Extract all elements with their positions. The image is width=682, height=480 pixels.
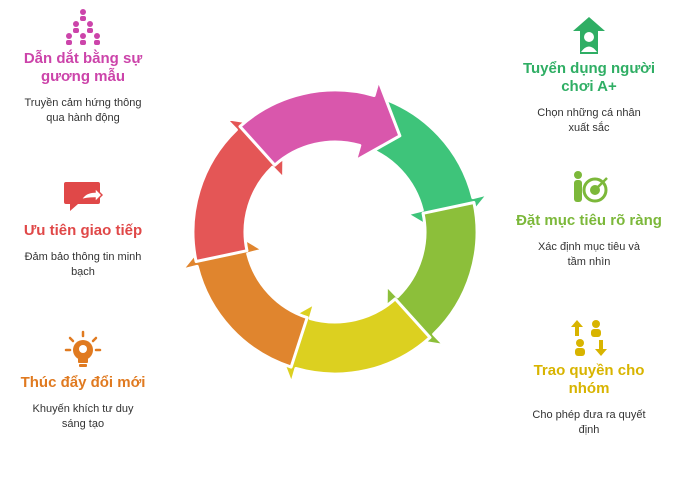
step-description: Chọn những cá nhân xuất sắc bbox=[537, 107, 641, 134]
chat-share-icon bbox=[64, 182, 103, 211]
step-lead-by-example: Dẫn dắt bằng sự gương mẫu Truyền cảm hứn… bbox=[8, 6, 158, 126]
step-empower-team: Trao quyền cho nhóm Cho phép đưa ra quyế… bbox=[514, 318, 664, 438]
step-title: Dẫn dắt bằng sự gương mẫu bbox=[23, 50, 143, 85]
step-description: Truyền cảm hứng thông qua hành động bbox=[24, 97, 142, 124]
step-description: Cho phép đưa ra quyết định bbox=[532, 409, 646, 436]
ring-segment-innovate bbox=[180, 222, 309, 369]
lightbulb-icon bbox=[64, 330, 102, 367]
ring-segment-goal bbox=[384, 200, 479, 348]
ring-segment-lead bbox=[238, 78, 402, 167]
delegate-arrows-icon bbox=[571, 320, 607, 356]
ring-segment-communicate bbox=[191, 116, 286, 264]
step-description: Xác định mục tiêu và tầm nhìn bbox=[537, 241, 641, 268]
step-prioritize-communication: Ưu tiên giao tiếp Đảm bảo thông tin minh… bbox=[8, 178, 158, 280]
ring-segment-empower bbox=[268, 297, 432, 386]
step-drive-innovation: Thúc đẩy đổi mới Khuyến khích tư duy sán… bbox=[8, 330, 158, 432]
step-title: Tuyển dụng người chơi A+ bbox=[522, 60, 656, 95]
step-description: Đảm bảo thông tin minh bạch bbox=[24, 251, 142, 278]
person-up-arrow-icon bbox=[573, 17, 605, 54]
people-pyramid-icon bbox=[66, 9, 100, 45]
step-set-clear-goals: Đặt mục tiêu rõ ràng Xác định mục tiêu v… bbox=[514, 168, 664, 270]
step-title: Ưu tiên giao tiếp bbox=[23, 222, 143, 239]
target-person-icon bbox=[574, 171, 608, 203]
step-title: Thúc đẩy đổi mới bbox=[20, 374, 146, 391]
step-title: Đặt mục tiêu rõ ràng bbox=[516, 212, 662, 229]
step-recruit-a-players: Tuyển dụng người chơi A+ Chọn những cá n… bbox=[514, 16, 664, 136]
step-title: Trao quyền cho nhóm bbox=[533, 362, 645, 397]
step-description: Khuyến khích tư duy sáng tạo bbox=[32, 403, 134, 430]
